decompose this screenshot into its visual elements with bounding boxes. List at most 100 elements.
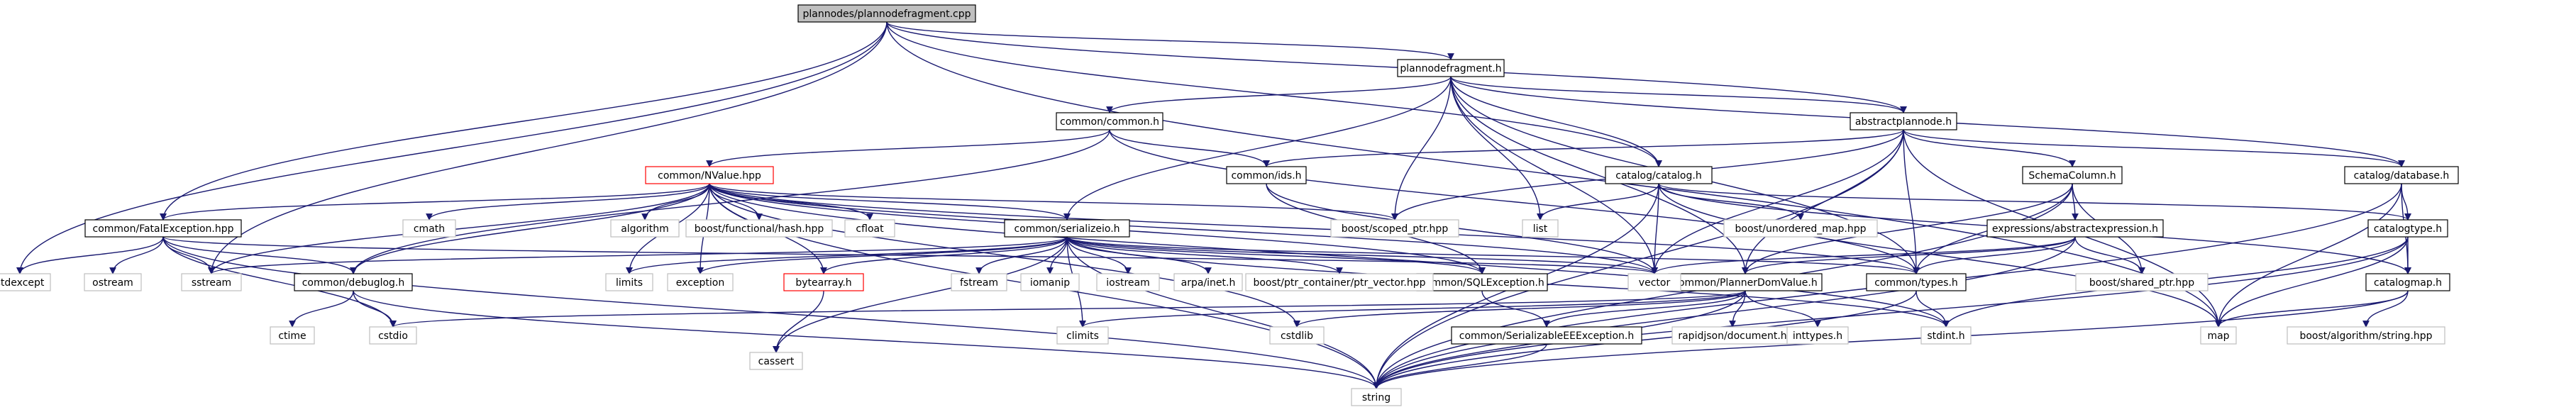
node-common-common[interactable]: common/common.h xyxy=(1056,112,1163,130)
node-label: list xyxy=(1533,223,1548,235)
edge-nvalue-to-boost-scoped xyxy=(709,183,1398,221)
node-box xyxy=(1330,219,1459,238)
node-catalogtype[interactable]: catalogtype.h xyxy=(2367,219,2448,238)
edge-fatalexception-to-debuglog xyxy=(162,236,357,274)
edge-root-to-map xyxy=(886,21,2222,328)
edge-root-to-plannodefragment xyxy=(886,21,1454,60)
node-label: boost/scoped_ptr.hpp xyxy=(1342,223,1449,235)
node-box xyxy=(0,273,51,291)
node-cstdlib: cstdlib xyxy=(1269,326,1325,345)
node-label: iomanip xyxy=(1030,277,1070,289)
node-abstractexpression[interactable]: expressions/abstractexpression.h xyxy=(1986,219,2164,238)
edge-commontypes-to-stdint xyxy=(1916,290,1950,328)
node-root[interactable]: plannodes/plannodefragment.cpp xyxy=(797,4,976,23)
edge-catalog-database-to-map xyxy=(2215,183,2402,328)
node-box xyxy=(1627,273,1681,291)
edge-fatalexception-to-stdexcept xyxy=(16,236,164,274)
node-box xyxy=(1056,326,1109,345)
node-ctime: ctime xyxy=(270,326,315,345)
node-box xyxy=(1173,273,1243,291)
node-label: common/NValue.hpp xyxy=(658,170,761,182)
node-label: SchemaColumn.h xyxy=(2028,170,2116,182)
node-label: sstream xyxy=(192,277,231,289)
edge-plannodefragment-to-catalog-catalog xyxy=(1450,76,1662,167)
node-string: string xyxy=(1351,388,1402,406)
node-box xyxy=(844,219,895,238)
node-label: plannodes/plannodefragment.cpp xyxy=(802,9,971,20)
node-box xyxy=(402,219,456,238)
node-box xyxy=(1351,388,1402,406)
edge-abstractplannode-to-schemacolumn xyxy=(1903,129,2076,167)
node-box xyxy=(1786,326,1849,345)
node-box xyxy=(1397,59,1505,77)
node-label: catalogtype.h xyxy=(2374,223,2442,235)
edge-serializeio-to-bytearray xyxy=(820,236,1068,274)
node-commonids[interactable]: common/ids.h xyxy=(1226,166,1307,184)
edge-catalogtype-to-map xyxy=(2215,236,2409,328)
node-box xyxy=(1850,112,1957,130)
edge-serializeio-to-cassert xyxy=(773,236,1068,353)
node-serializableee[interactable]: common/SerializableEEException.h xyxy=(1451,326,1642,345)
node-catalogmap[interactable]: catalogmap.h xyxy=(2365,273,2450,291)
node-box xyxy=(1723,219,1878,238)
node-label: vector xyxy=(1639,277,1671,289)
edge-fatalexception-to-vector xyxy=(162,236,1658,274)
node-label: plannodefragment.h xyxy=(1400,63,1501,74)
node-catalog-catalog[interactable]: catalog/catalog.h xyxy=(1605,166,1713,184)
edge-plannodefragment-to-plannerdomvalue xyxy=(1450,76,1749,274)
edge-common-common-to-commonids xyxy=(1109,129,1270,167)
edge-root-to-sstream xyxy=(208,21,888,274)
edge-serializeio-to-vector xyxy=(1066,236,1658,274)
node-label: cstdlib xyxy=(1281,330,1313,342)
edge-catalog-catalog-to-unordered-map xyxy=(1658,183,1804,221)
node-cassert: cassert xyxy=(749,352,803,370)
edge-abstractexpression-to-string xyxy=(1373,236,2076,389)
node-algorithm: algorithm xyxy=(610,219,680,238)
node-box xyxy=(181,273,242,291)
node-nvalue[interactable]: common/NValue.hpp xyxy=(645,166,774,184)
node-label: cassert xyxy=(758,356,795,367)
node-bytearray[interactable]: bytearray.h xyxy=(783,273,864,291)
node-plannodefragment[interactable]: plannodefragment.h xyxy=(1397,59,1505,77)
edge-catalog-catalog-to-list xyxy=(1537,183,1659,221)
node-catalog-database[interactable]: catalog/database.h xyxy=(2344,166,2459,184)
node-serializeio[interactable]: common/serializeio.h xyxy=(1004,219,1130,238)
node-box xyxy=(2367,219,2448,238)
node-label: common/ids.h xyxy=(1231,170,1301,182)
node-label: abstractplannode.h xyxy=(1855,116,1952,128)
edge-serializeio-to-string xyxy=(1066,236,1380,389)
node-box xyxy=(951,273,1007,291)
edge-abstractplannode-to-catalog-database xyxy=(1903,129,2405,167)
node-abstractplannode[interactable]: abstractplannode.h xyxy=(1850,112,1957,130)
edge-serializeio-to-fstream xyxy=(975,236,1068,274)
node-box xyxy=(2022,166,2123,184)
node-commontypes[interactable]: common/types.h xyxy=(1866,273,1967,291)
edge-serializeio-to-exception xyxy=(697,236,1068,274)
node-label: ctime xyxy=(278,330,306,342)
edge-root-to-fatalexception xyxy=(160,21,888,221)
edge-root-to-stdexcept xyxy=(16,21,888,274)
node-label: cfloat xyxy=(856,223,884,235)
node-limits: limits xyxy=(605,273,653,291)
node-box xyxy=(685,219,833,238)
node-sqlexception[interactable]: common/SQLException.h xyxy=(1416,273,1548,291)
node-sstream: sstream xyxy=(181,273,242,291)
edge-nvalue-to-debuglog xyxy=(350,183,710,274)
node-label: algorithm xyxy=(621,223,669,235)
node-fatalexception[interactable]: common/FatalException.hpp xyxy=(84,219,242,238)
edge-nvalue-to-cstdlib xyxy=(709,183,1300,328)
node-box xyxy=(605,273,653,291)
edge-serializableee-to-string xyxy=(1373,343,1547,389)
edge-abstractexpression-to-commontypes xyxy=(1913,236,2076,274)
node-plannerdomvalue[interactable]: common/PlannerDomValue.h xyxy=(1668,273,1823,291)
node-schemacolumn[interactable]: SchemaColumn.h xyxy=(2022,166,2123,184)
node-debuglog[interactable]: common/debuglog.h xyxy=(294,273,413,291)
edge-nvalue-to-sstream xyxy=(208,183,710,274)
node-iostream: iostream xyxy=(1096,273,1160,291)
node-label: fstream xyxy=(960,277,998,289)
edge-plannerdomvalue-to-cstdio xyxy=(389,290,1746,328)
node-box xyxy=(2200,326,2237,345)
edge-serializeio-to-ptr-vector xyxy=(1066,236,1343,274)
node-box xyxy=(369,326,417,345)
edge-serializeio-to-iomanip xyxy=(1046,236,1068,274)
